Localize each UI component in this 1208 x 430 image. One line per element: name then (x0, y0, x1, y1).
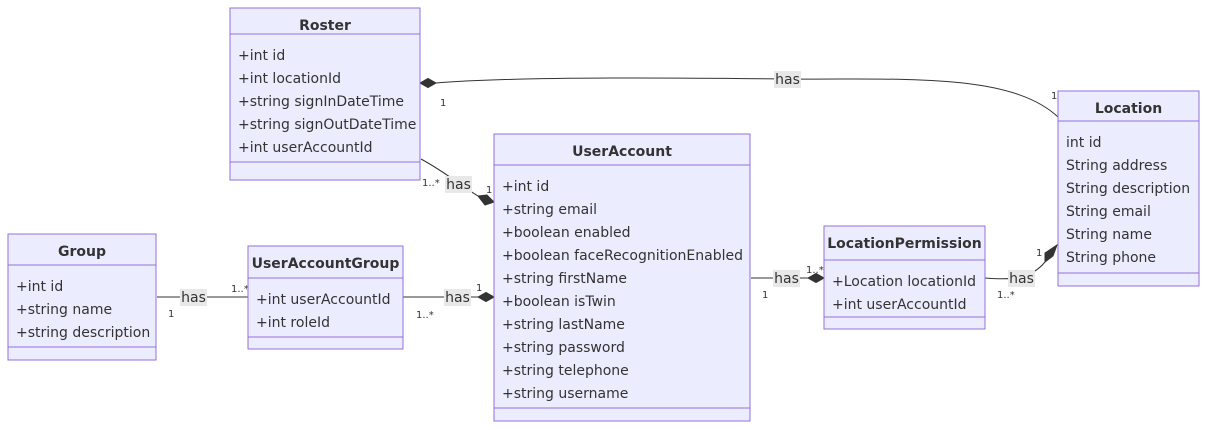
class-box (7, 233, 157, 361)
relation-label-bg (773, 270, 800, 287)
class-member: +string firstName (502, 271, 627, 287)
relation-locationpermission-location: has 1..* 1 (984, 243, 1058, 301)
cardinality-useraccount: 1 (476, 283, 482, 294)
class-box (1057, 90, 1200, 287)
class-member: +int userAccountId (238, 140, 373, 156)
relation-line (435, 77, 1059, 118)
class-member: +int id (502, 179, 549, 195)
relation-label: has (775, 72, 800, 88)
relation-label: has (446, 177, 471, 193)
cardinality-useraccount: 1 (486, 185, 492, 196)
relation-label: has (181, 290, 206, 306)
class-locationpermission: LocationPermission +Location locationId +i… (823, 225, 986, 330)
relation-label-bg (180, 289, 207, 306)
class-member: +int id (238, 48, 285, 64)
class-box (229, 7, 421, 181)
relation-label-bg (1008, 270, 1035, 287)
class-member: +string lastName (502, 317, 625, 333)
class-member: +int id (16, 279, 63, 295)
relation-label: has (1009, 271, 1034, 287)
class-member: +string signOutDateTime (238, 117, 416, 133)
class-title: Location (1095, 101, 1162, 117)
cardinality-roster: 1 (440, 98, 446, 109)
class-member: +int userAccountId (256, 292, 391, 308)
class-member: +boolean faceRecognitionEnabled (502, 248, 743, 264)
class-member: String name (1066, 227, 1152, 243)
class-member: +int locationId (238, 71, 341, 87)
class-useraccountgroup: UserAccountGroup +int userAccountId +int r… (247, 245, 404, 350)
class-title: LocationPermission (827, 236, 981, 252)
class-title: Roster (299, 18, 351, 34)
class-member: int id (1066, 135, 1101, 151)
class-member: +Location locationId (832, 274, 976, 290)
cardinality-roster: 1..* (422, 178, 440, 189)
cardinality-location: 1 (1036, 248, 1042, 259)
class-box (823, 225, 986, 330)
relation-useraccount-locationpermission: has 1 1..* (751, 265, 826, 301)
cardinality-useraccountgroup: 1..* (231, 284, 249, 295)
class-title: Group (58, 244, 106, 260)
class-member: String address (1066, 158, 1167, 174)
class-member: String phone (1066, 250, 1156, 266)
class-member: +string username (502, 386, 628, 402)
cardinality-locationpermission: 1..* (997, 290, 1015, 301)
relation-roster-useraccount: has 1..* 1 (420, 158, 495, 206)
relation-label-bg (774, 71, 801, 88)
class-group: Group +int id +string name +string descript… (7, 233, 157, 361)
class-box (493, 133, 751, 422)
cardinality-useraccount: 1 (762, 290, 768, 301)
class-member: String description (1066, 181, 1190, 197)
class-useraccount: UserAccount +int id +string email +boolean … (493, 133, 751, 422)
class-member: +string password (502, 340, 625, 356)
relation-label: has (445, 290, 470, 306)
cardinality-group: 1 (168, 309, 174, 320)
class-box (247, 245, 404, 350)
class-member: +string description (16, 325, 150, 341)
relation-useraccountgroup-useraccount: has 1..* 1 (403, 283, 496, 321)
composition-diamond (477, 194, 495, 206)
class-title: UserAccountGroup (252, 256, 400, 272)
class-member: +string telephone (502, 363, 629, 379)
class-member: +int roleId (256, 315, 330, 331)
class-member: +boolean isTwin (502, 294, 616, 310)
relation-label-bg (445, 176, 472, 193)
relation-label-bg (444, 289, 471, 306)
cardinality-useraccountgroup: 1..* (416, 310, 434, 321)
class-member: +string signInDateTime (238, 94, 404, 110)
composition-diamond (418, 77, 438, 89)
class-title: UserAccount (572, 144, 672, 160)
relation-roster-location: has 1 1 (418, 71, 1059, 118)
class-roster: Roster +int id +int locationId +string sign… (229, 7, 421, 181)
cardinality-locationpermission: 1..* (806, 265, 824, 276)
composition-diamond (1044, 243, 1058, 263)
relation-group-useraccountgroup: has 1 1..* (157, 284, 249, 320)
relation-label: has (774, 271, 799, 287)
class-member: +boolean enabled (502, 225, 631, 241)
cardinality-location: 1 (1051, 91, 1057, 102)
class-member: +string name (16, 302, 112, 318)
class-member: +string email (502, 202, 597, 218)
class-member: +int userAccountId (832, 297, 967, 313)
class-member: String email (1066, 204, 1151, 220)
